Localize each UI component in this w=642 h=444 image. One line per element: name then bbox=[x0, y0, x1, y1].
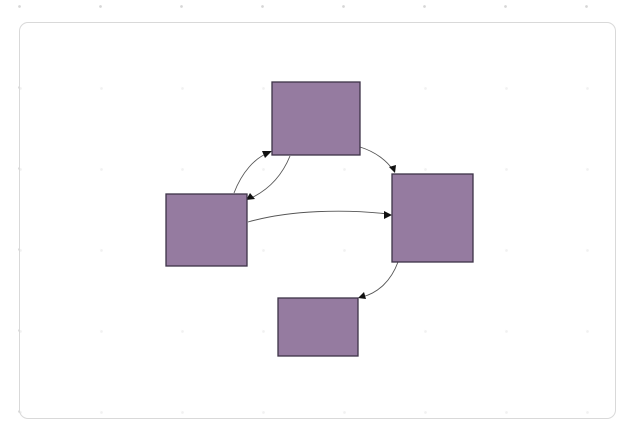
edge-top-to-left[interactable] bbox=[248, 155, 291, 200]
arrowhead-left-to-top bbox=[262, 151, 272, 158]
node-right[interactable] bbox=[391, 173, 474, 263]
arrowhead-left-to-right bbox=[384, 211, 392, 219]
node-bottom[interactable] bbox=[277, 297, 359, 357]
nodes bbox=[165, 81, 474, 357]
edge-left-to-right[interactable] bbox=[247, 210, 389, 223]
node-top[interactable] bbox=[271, 81, 361, 156]
node-left[interactable] bbox=[165, 193, 248, 267]
arrowheads bbox=[246, 151, 396, 299]
arrowhead-right-to-bottom bbox=[358, 292, 366, 299]
edge-top-to-right[interactable] bbox=[359, 146, 394, 171]
edges bbox=[233, 146, 399, 298]
edge-right-to-bottom[interactable] bbox=[361, 261, 399, 298]
edge-left-to-top[interactable] bbox=[233, 152, 269, 194]
arrowhead-top-to-right bbox=[389, 165, 396, 173]
arrowhead-top-to-left bbox=[246, 193, 255, 200]
